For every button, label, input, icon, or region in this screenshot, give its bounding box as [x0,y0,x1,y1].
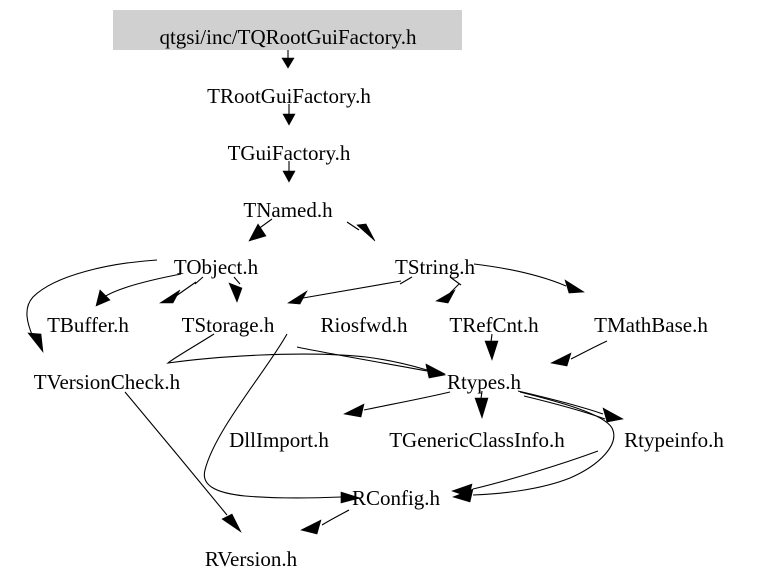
edge-rtypeinfo-to-rconfig [451,450,599,498]
node-label-tguifactory[interactable]: TGuiFactory.h [228,141,351,165]
edge-tmathbase-to-rtypes [550,340,608,367]
node-label-tstorage[interactable]: TStorage.h [182,313,275,337]
edge-trefcnt-to-rtypes [484,333,499,361]
node-label-tstring[interactable]: TString.h [395,255,475,279]
edge-layer [26,50,624,535]
edge-rtypes-to-tgenericclassinfo [474,390,489,419]
edge-rtypes-to-dllimport [343,391,451,418]
edge-tnamed-to-tstring [346,221,376,242]
edge-tstring-to-trefcnt [435,276,462,304]
node-layer: qtgsi/inc/TQRootGuiFactory.h TRootGuiFac… [34,25,725,571]
node-label-tbuffer[interactable]: TBuffer.h [47,313,129,337]
node-label-trootguifactory[interactable]: TRootGuiFactory.h [207,84,371,108]
edge-tobject-to-tstorage [158,276,204,304]
edge-tobject-to-tbuffer [95,273,182,307]
node-label-tobject[interactable]: TObject.h [174,255,259,279]
edge-root-to-trootguifactory [281,50,295,69]
edge-tstorage-to-rconfig [203,333,362,504]
edge-tstring-to-tmathbase [473,263,585,294]
edge-tnamed-to-tobject [248,218,273,242]
node-label-root[interactable]: qtgsi/inc/TQRootGuiFactory.h [159,25,417,49]
edge-tversioncheck-to-rversion [124,391,242,533]
node-label-tgenericclassinfo[interactable]: TGenericClassInfo.h [389,428,565,452]
node-label-tmathbase[interactable]: TMathBase.h [594,313,708,337]
edge-rconfig-to-rversion [300,509,350,535]
node-label-dllimport[interactable]: DllImport.h [229,428,329,452]
node-label-tnamed[interactable]: TNamed.h [243,198,333,222]
root-node-background [113,10,462,50]
edge-tobject-to-riosfwd [228,276,243,303]
edge-tstring-to-riosfwd [287,276,413,305]
node-label-rconfig[interactable]: RConfig.h [352,486,441,510]
node-label-rtypeinfo[interactable]: Rtypeinfo.h [624,428,724,452]
root-node-box [113,10,462,50]
edge-riosfwd-to-rtypes [296,346,446,379]
edge-tstorage-to-rtypes [166,333,446,378]
edge-trootguifactory-to-tguifactory [282,104,296,126]
node-label-rtypes[interactable]: Rtypes.h [447,370,522,394]
node-label-tversioncheck[interactable]: TVersionCheck.h [34,370,181,394]
edge-tobject-to-tversioncheck [26,259,158,354]
edge-tguifactory-to-tnamed [282,161,296,183]
node-label-rversion[interactable]: RVersion.h [205,547,298,571]
node-label-trefcnt[interactable]: TRefCnt.h [449,313,539,337]
node-label-riosfwd[interactable]: Riosfwd.h [321,313,408,337]
